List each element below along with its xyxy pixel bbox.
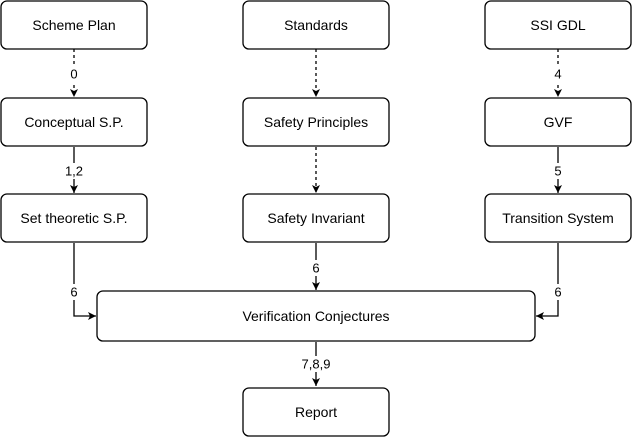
node-safety-principles-label: Safety Principles [264, 114, 368, 130]
node-report-label: Report [295, 404, 337, 420]
node-scheme-plan: Scheme Plan [0, 0, 148, 50]
node-set-theoretic-sp: Set theoretic S.P. [0, 193, 148, 243]
node-ssi-gdl-label: SSI GDL [530, 17, 585, 33]
edge-label-6-middle: 6 [312, 261, 319, 276]
node-report: Report [242, 387, 390, 437]
edge-settheoretic-to-vc [73, 243, 96, 320]
edge-label-7-8-9: 7,8,9 [302, 357, 331, 372]
node-conceptual-sp: Conceptual S.P. [0, 97, 148, 147]
edge-label-6-right: 6 [554, 285, 561, 300]
node-set-theoretic-sp-label: Set theoretic S.P. [20, 210, 127, 226]
node-transition-system-label: Transition System [502, 210, 614, 226]
edge-label-0: 0 [70, 67, 77, 82]
node-standards-label: Standards [284, 17, 348, 33]
node-scheme-plan-label: Scheme Plan [32, 17, 115, 33]
edge-label-4: 4 [554, 67, 561, 82]
node-verification-conjectures-label: Verification Conjectures [242, 308, 389, 324]
node-conceptual-sp-label: Conceptual S.P. [24, 114, 123, 130]
edge-transition-to-vc [536, 243, 559, 320]
node-standards: Standards [242, 0, 390, 50]
node-ssi-gdl: SSI GDL [484, 0, 632, 50]
edge-label-1-2: 1,2 [65, 164, 83, 179]
node-gvf: GVF [484, 97, 632, 147]
node-gvf-label: GVF [544, 114, 573, 130]
node-safety-principles: Safety Principles [242, 97, 390, 147]
edge-label-5: 5 [554, 164, 561, 179]
node-verification-conjectures: Verification Conjectures [96, 290, 536, 342]
node-safety-invariant: Safety Invariant [242, 193, 390, 243]
edge-label-6-left: 6 [70, 285, 77, 300]
node-safety-invariant-label: Safety Invariant [267, 210, 364, 226]
node-transition-system: Transition System [484, 193, 632, 243]
